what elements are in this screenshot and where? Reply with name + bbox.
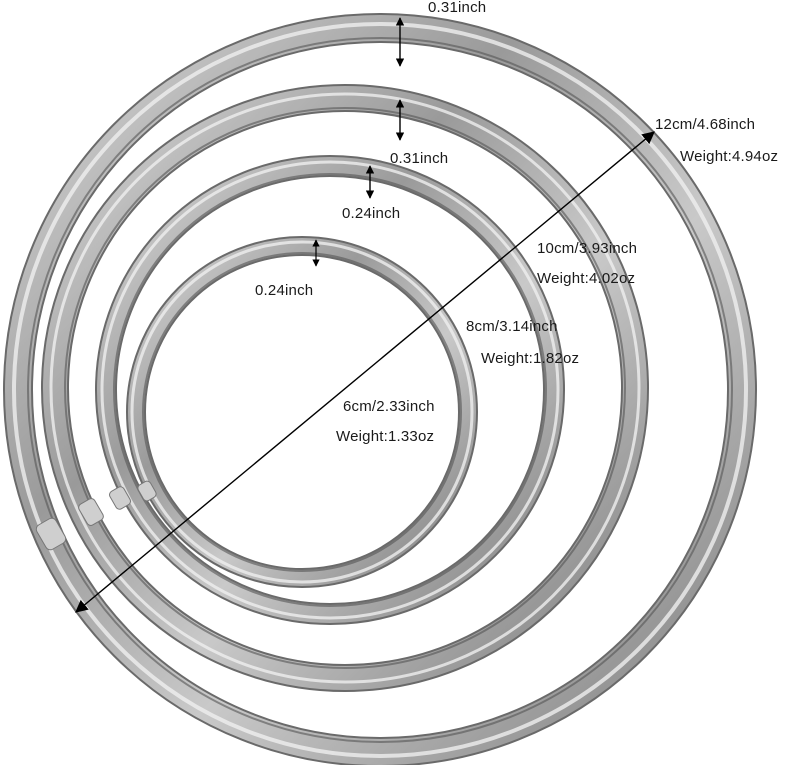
- thickness-label-12cm: 0.31inch: [428, 0, 487, 16]
- thickness-label-8cm: 0.24inch: [342, 205, 401, 222]
- weight-label-6cm: Weight:1.33oz: [336, 428, 435, 445]
- ring-12cm: [3, 13, 757, 765]
- weight-label-12cm: Weight:4.94oz: [680, 148, 779, 165]
- size-label-10cm: 10cm/3.93inch: [537, 240, 638, 257]
- size-label-12cm: 12cm/4.68inch: [655, 116, 756, 133]
- weight-label-8cm: Weight:1.82oz: [481, 350, 580, 367]
- size-label-8cm: 8cm/3.14inch: [466, 318, 558, 335]
- thickness-label-6cm: 0.24inch: [255, 282, 314, 299]
- thickness-label-10cm: 0.31inch: [390, 150, 449, 167]
- size-label-6cm: 6cm/2.33inch: [343, 398, 435, 415]
- diameter-arrow: [75, 131, 655, 613]
- weight-label-10cm: Weight:4.02oz: [537, 270, 636, 287]
- ring-8cm: [95, 155, 565, 625]
